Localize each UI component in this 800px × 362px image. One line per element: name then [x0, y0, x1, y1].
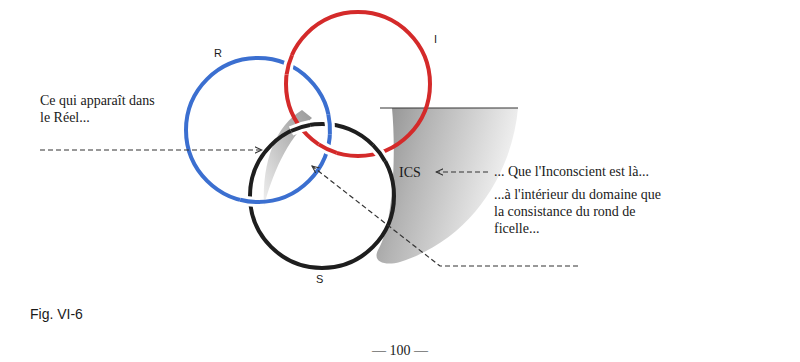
page-number: — 100 — [372, 342, 428, 359]
ring-letter: I [434, 32, 437, 46]
region-edge [380, 108, 518, 109]
ring-symbolic [250, 124, 394, 268]
figure-caption: Fig. VI-6 [30, 306, 83, 323]
annotation-text: Ce qui apparaît dans le Réel... [40, 92, 158, 126]
shaded-crescent [264, 110, 312, 206]
annotation-text: ... Que l'Inconscient est là... [494, 163, 734, 180]
crossing-over [240, 55, 385, 202]
ring-letter: R [214, 46, 222, 60]
annotation-text: ...à l'intérieur du domaine que la consi… [494, 186, 674, 237]
ics-label: ICS [399, 164, 421, 181]
shaded-region [377, 108, 518, 264]
leader-line [40, 149, 262, 150]
leader-line [436, 171, 488, 172]
ring-real [186, 58, 330, 202]
ring-letter: S [316, 272, 323, 286]
